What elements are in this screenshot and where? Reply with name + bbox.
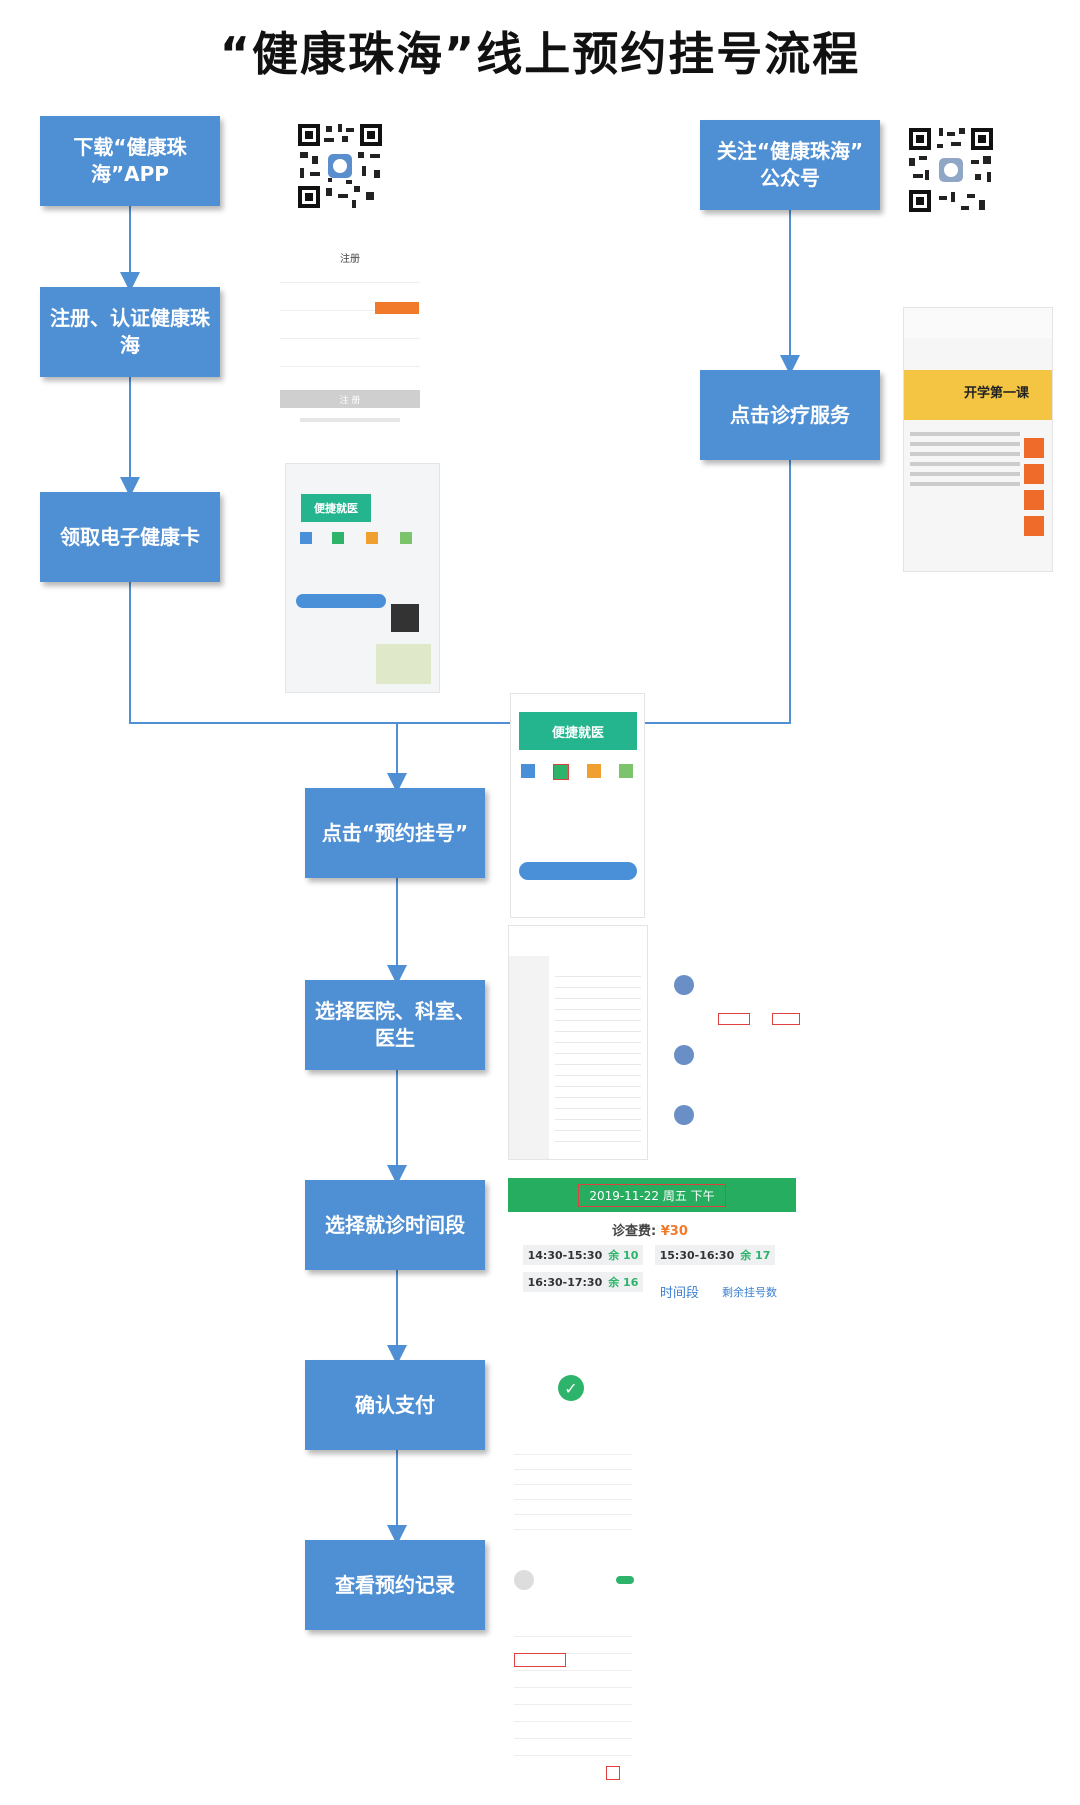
annotation-time-slot: 时间段 (660, 1286, 700, 1301)
success-check-icon: ✓ (558, 1375, 584, 1401)
step-follow-account: 关注“健康珠海” 公众号 (700, 120, 880, 210)
records-screenshot (508, 1560, 638, 1780)
wechat-article-screenshot: 开学第一课 (903, 307, 1053, 572)
booking-app-banner: 便捷就医 (519, 712, 637, 750)
fee-label: 诊查费: (612, 1224, 657, 1239)
step-confirm-pay: 确认支付 (305, 1360, 485, 1450)
annotation-remaining: 剩余挂号数 (722, 1286, 777, 1299)
doctor-list-screenshot (668, 925, 808, 1160)
app-qr-code (296, 122, 384, 210)
register-button: 注 册 (280, 390, 420, 408)
step-choose-doctor: 选择医院、科室、 医生 (305, 980, 485, 1070)
step-click-booking: 点击“预约挂号” (305, 788, 485, 878)
register-title: 注册 (340, 254, 360, 265)
app-home-screenshot: 便捷就医 (285, 463, 440, 693)
fee-row: 诊查费: ¥30 (612, 1220, 688, 1239)
step-choose-time: 选择就诊时间段 (305, 1180, 485, 1270)
booking-entry-screenshot: 便捷就医 (510, 693, 645, 918)
register-screenshot: 注册 注 册 (270, 242, 430, 437)
step-view-records: 查看预约记录 (305, 1540, 485, 1630)
step-click-service: 点击诊疗服务 (700, 370, 880, 460)
date-bar: 2019-11-22 周五 下午 (508, 1178, 796, 1212)
wechat-qr-code (907, 126, 995, 214)
step-register: 注册、认证健康珠 海 (40, 287, 220, 377)
fee-value: ¥30 (660, 1224, 688, 1239)
page-title: “健康珠海”线上预约挂号流程 (219, 27, 861, 81)
department-list-screenshot (508, 925, 648, 1160)
date-text: 2019-11-22 周五 下午 (578, 1183, 726, 1207)
step-get-health-card: 领取电子健康卡 (40, 492, 220, 582)
payment-success-screenshot: ✓ (508, 1345, 638, 1555)
app-banner: 便捷就医 (301, 494, 371, 522)
wechat-banner-title: 开学第一课 (963, 386, 1029, 401)
step-download-app: 下载“健康珠 海”APP (40, 116, 220, 206)
